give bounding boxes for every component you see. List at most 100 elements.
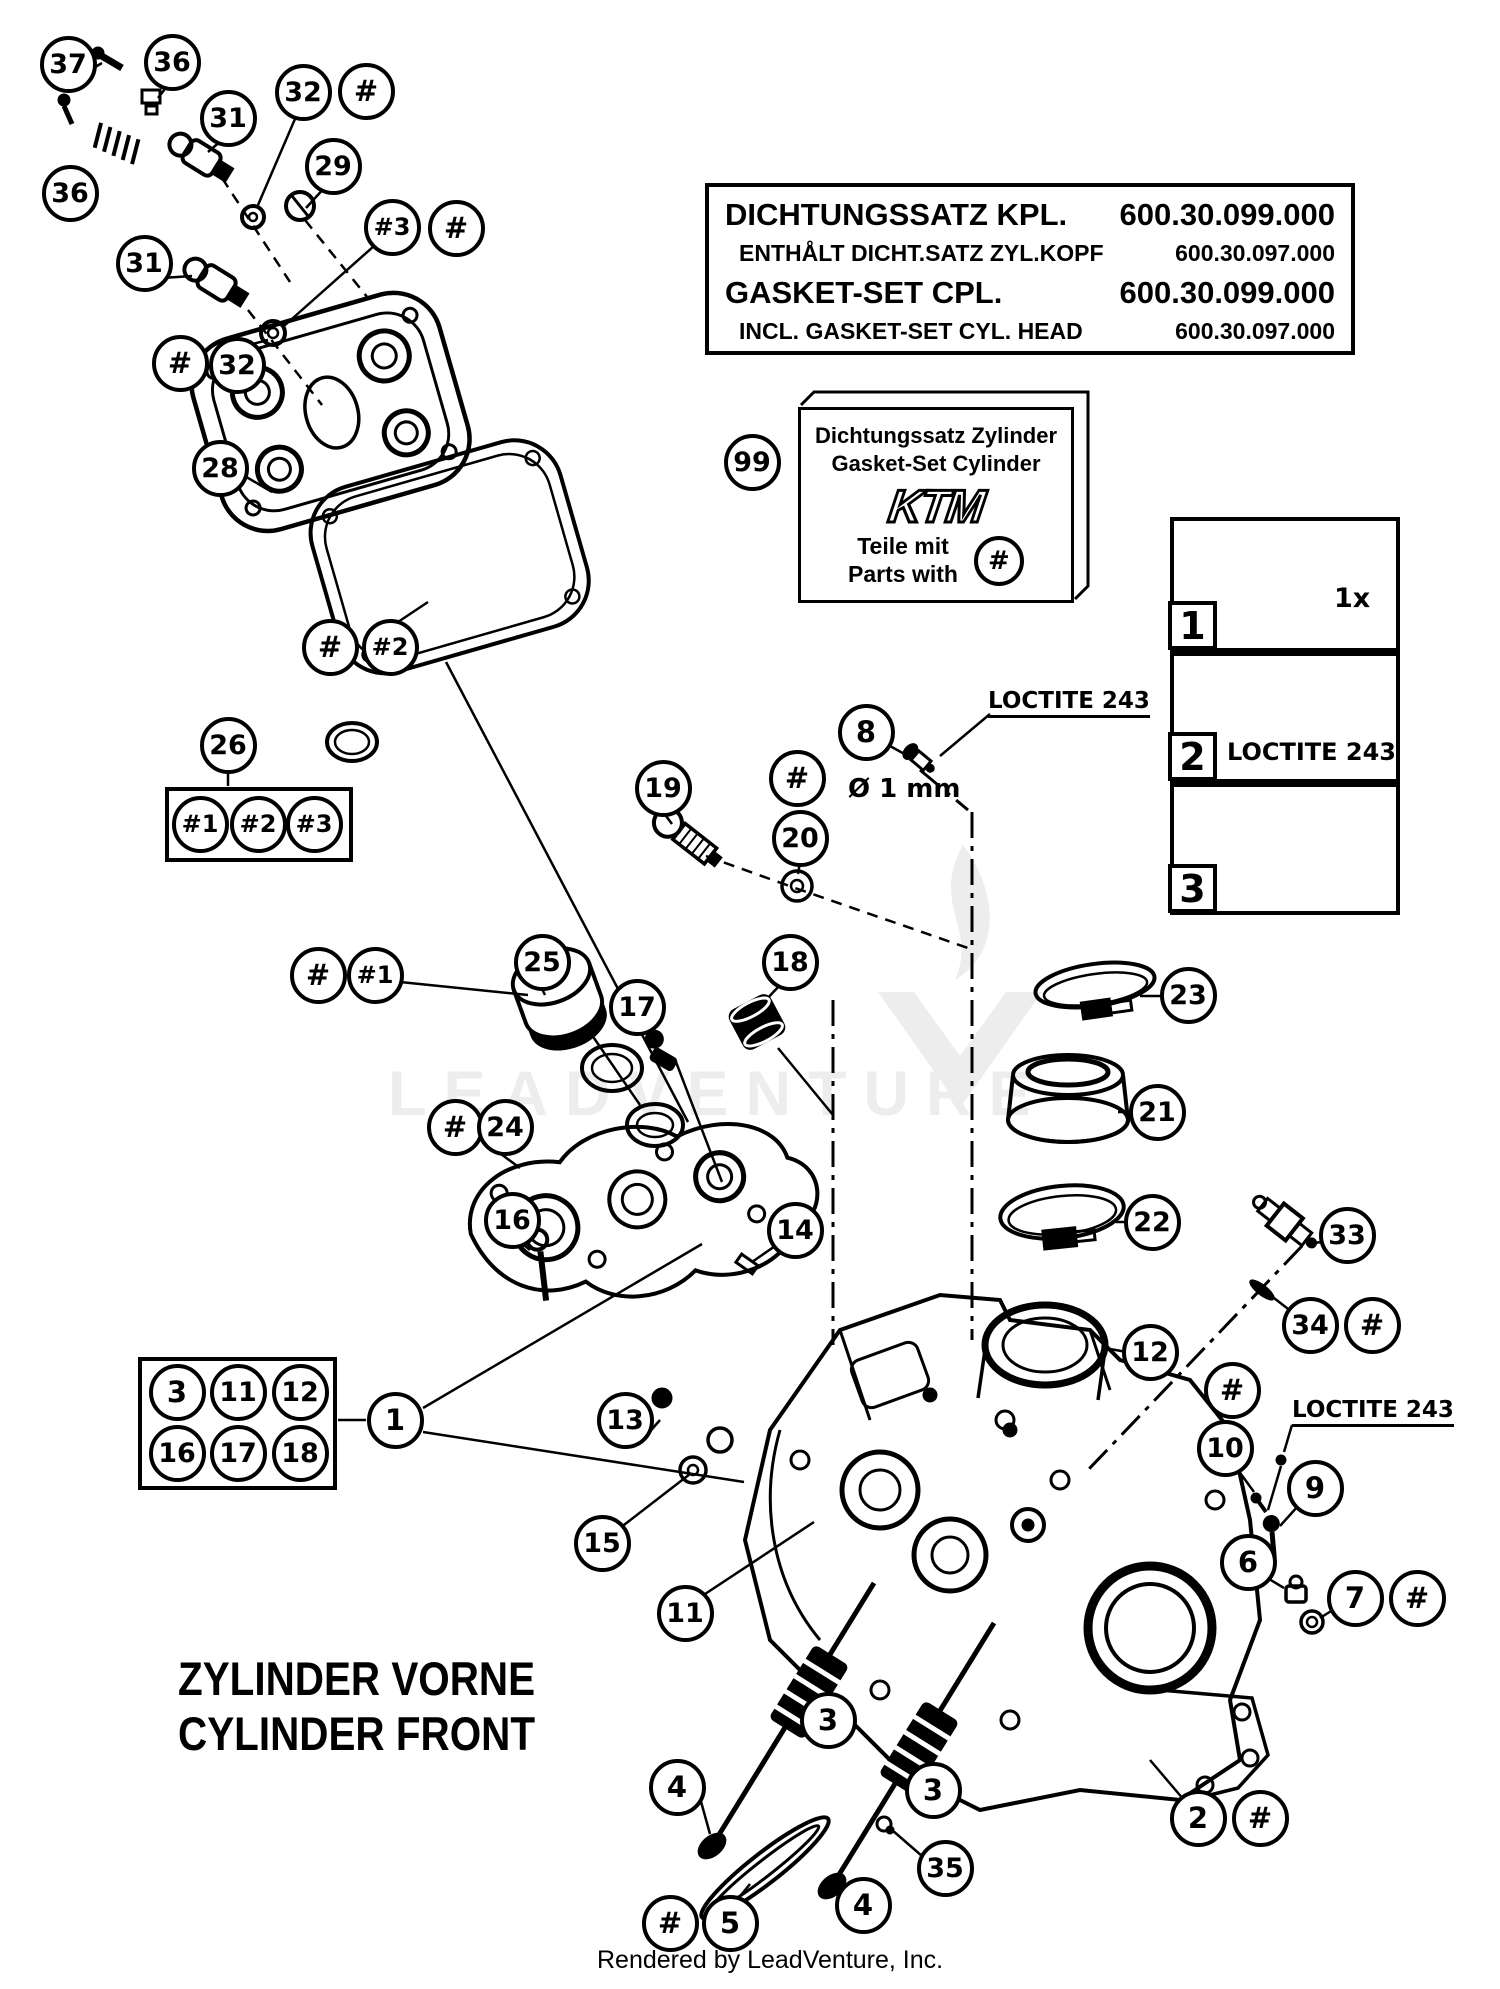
gasket-info-number: 600.30.099.000 [1119,197,1336,232]
nozzle-diameter-label: Ø 1 mm [848,774,961,804]
callout-37: 37 [39,35,97,93]
callout-hash: # [337,62,395,120]
callout-32: 32 [208,336,266,394]
callout-4: 4 [834,1876,892,1934]
callout-hash: # [151,334,209,392]
rendered-by-credit: Rendered by LeadVenture, Inc. [597,1946,944,1974]
loctite-label-right: LOCTITE 243 [1292,1397,1454,1427]
sensor-drawing-top [167,131,266,230]
callout-hash: # [641,1894,699,1952]
loctite-annotation: LOCTITE 243 [1227,738,1396,766]
callout-6: 6 [1219,1533,1277,1591]
gasket-info-number: 600.30.097.000 [1175,240,1335,267]
loctite-label-top: LOCTITE 243 [988,688,1150,718]
cylinder-head-drawing [742,1292,1270,1813]
callout-5: 5 [701,1894,759,1952]
instruction-box-1 [1170,517,1400,652]
callout-2: 2 [1169,1789,1227,1847]
callout-18: 18 [271,1424,329,1482]
callout-7: 7 [1326,1569,1384,1627]
callout-36: 36 [143,33,201,91]
diagram-title-de: ZYLINDER VORNE [178,1652,536,1705]
callout-1: 1 [366,1391,424,1449]
callout-25: 25 [513,933,571,991]
callout-hash: # [427,199,485,257]
callout-12: 12 [1121,1323,1179,1381]
callout-15: 15 [573,1514,631,1572]
callout-hash: # [426,1098,484,1156]
callout-33: 33 [1318,1206,1376,1264]
callout-16: 16 [148,1424,206,1482]
callout-20: 20 [771,809,829,867]
clamp-sleeve-drawing [998,960,1157,1251]
gasket-info-number: 600.30.099.000 [1119,274,1336,310]
callout-35: 35 [916,1839,974,1897]
gasket-info-label: INCL. GASKET-SET CYL. HEAD [739,317,1083,344]
callout-21: 21 [1128,1083,1186,1141]
callout-11: 11 [656,1584,714,1642]
quantity-annotation: 1x [1334,583,1371,614]
small-screws-drawing [57,46,162,165]
callout-hash3: #3 [363,198,421,256]
gasket-info-line: DICHTUNGSSATZ KPL. 600.30.099.000 [725,197,1335,233]
carton-note-en: Parts with [848,560,958,587]
callout-17: 17 [608,978,666,1036]
ktm-gasket-carton: Dichtungssatz Zylinder Gasket-Set Cylind… [798,407,1074,603]
callout-34: 34 [1281,1296,1339,1354]
callout-hash: # [1343,1296,1401,1354]
callout-36: 36 [41,164,99,222]
callout-4: 4 [648,1758,706,1816]
callout-hash: # [301,618,359,676]
callout-23: 23 [1159,966,1217,1024]
callout-hash: # [1203,1361,1261,1419]
instruction-step-number: 1 [1168,601,1217,650]
callout-19: 19 [634,759,692,817]
callout-9: 9 [1286,1459,1344,1517]
gasket-set-info-box: DICHTUNGSSATZ KPL. 600.30.099.000 ENTHÅL… [705,183,1355,355]
callout-16: 16 [483,1191,541,1249]
callout-hash: # [768,749,826,807]
gasket-info-label: GASKET-SET CPL. [725,274,1003,310]
callout-31: 31 [115,234,173,292]
callout-17: 17 [209,1424,267,1482]
callout-99: 99 [723,433,781,491]
callout-hash3: #3 [285,795,343,853]
callout-10: 10 [1196,1419,1254,1477]
callout-hash1: #1 [346,946,404,1004]
gasket-info-line: ENTHÅLT DICHT.SATZ ZYL.KOPF 600.30.097.0… [725,240,1335,267]
intake-sleeve-drawing [1006,1053,1130,1144]
callout-12: 12 [271,1363,329,1421]
callout-hash2: #2 [361,618,419,676]
tappet-drawing [644,994,786,1071]
diagram-title-en: CYLINDER FRONT [178,1706,536,1760]
callout-3: 3 [148,1363,206,1421]
callout-24: 24 [476,1098,534,1156]
callout-hash1: #1 [171,795,229,853]
callout-3: 3 [904,1761,962,1819]
instruction-step-number: 3 [1168,864,1217,913]
carton-title-en: Gasket-Set Cylinder [831,450,1041,476]
leadventure-flame-icon [878,845,1042,1108]
callout-29: 29 [304,137,362,195]
callout-hash: # [1231,1789,1289,1847]
callout-hash2: #2 [229,795,287,853]
gasket-info-label: ENTHÅLT DICHT.SATZ ZYL.KOPF [739,240,1104,267]
callout-11: 11 [209,1363,267,1421]
gasket-info-line: INCL. GASKET-SET CYL. HEAD 600.30.097.00… [725,318,1335,345]
callout-18: 18 [761,933,819,991]
seal-stack-drawing [510,946,685,1148]
callout-26: 26 [199,716,257,774]
callout-3: 3 [799,1691,857,1749]
callout-13: 13 [596,1391,654,1449]
callout-32: 32 [274,63,332,121]
hash-symbol-badge: # [973,535,1024,586]
valves-springs-drawing [697,1581,997,1921]
gasket-info-label: DICHTUNGSSATZ KPL. [725,197,1068,232]
diagram-title: ZYLINDER VORNE CYLINDER FRONT [178,1652,535,1761]
gasket-info-number: 600.30.097.000 [1175,317,1335,344]
centerlines [831,768,1304,1472]
callout-14: 14 [766,1201,824,1259]
callout-hash: # [1388,1569,1446,1627]
callout-22: 22 [1123,1193,1181,1251]
